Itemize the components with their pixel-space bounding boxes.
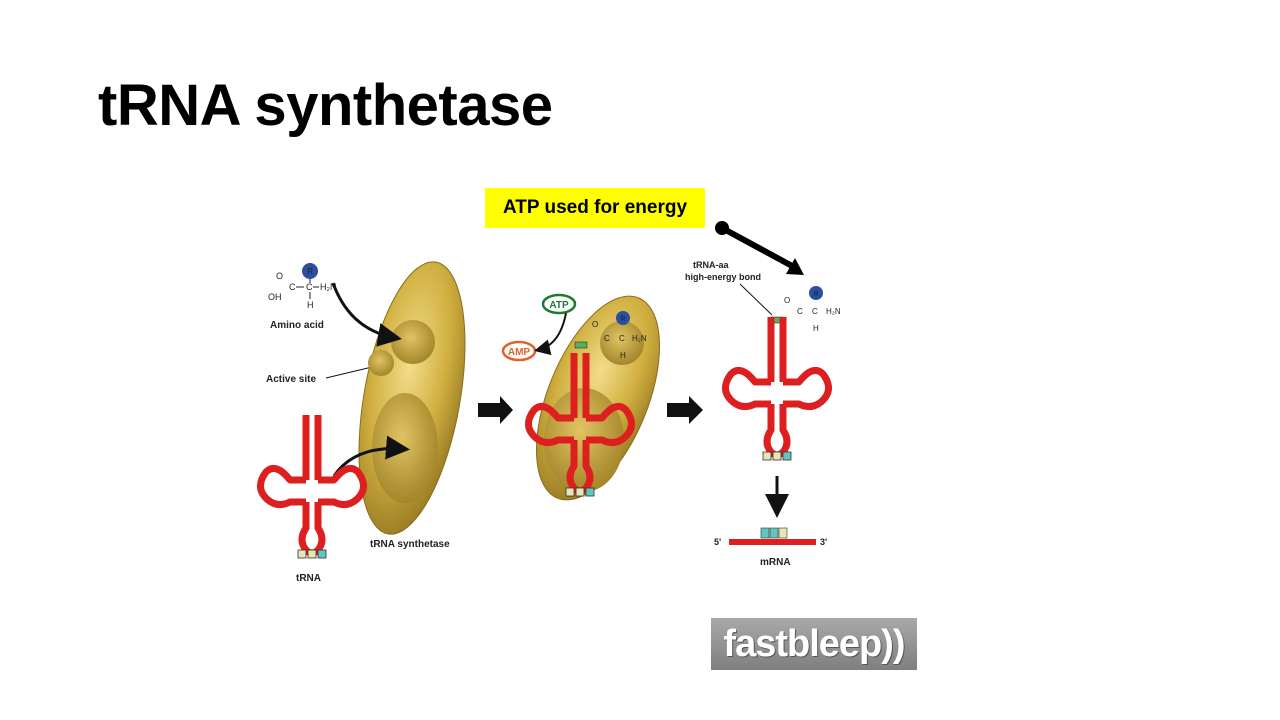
- slide-title: tRNA synthetase: [98, 73, 553, 138]
- amino-acid-pocket: [391, 320, 435, 364]
- callout-arrow-head: [786, 258, 804, 275]
- carbon-label-1: C: [289, 282, 296, 292]
- active-site-label: Active site: [266, 374, 316, 385]
- bond-pointer: [739, 283, 773, 316]
- trna-synthetase-enzyme: [358, 261, 466, 535]
- fastbleep-logo: fastbleep)): [711, 618, 917, 670]
- r-group-icon: [302, 263, 318, 279]
- trna-synthetase-label: tRNA synthetase: [370, 539, 450, 550]
- hydrogen-label-3: H: [813, 324, 819, 333]
- carbon-label-2: C: [306, 282, 313, 292]
- five-prime-label: 5': [714, 537, 721, 547]
- oxygen-label-3: O: [784, 296, 790, 305]
- enzyme-with-trna: [535, 295, 661, 501]
- bound-amino-acid: R O C C H₂N H: [574, 311, 647, 360]
- amino-acid-arrow: [331, 282, 402, 347]
- high-energy-bond-label: high-energy bond: [685, 272, 761, 282]
- atp-label: ATP: [549, 300, 569, 311]
- mrna-strand: [729, 527, 816, 545]
- hydrogen-label-2: H: [620, 351, 626, 360]
- three-prime-label: 3': [820, 537, 827, 547]
- r-group-label: R: [307, 267, 313, 276]
- atp-to-amp-arrow: [534, 312, 567, 356]
- charged-trna-molecule: [725, 317, 828, 460]
- oxygen-label-2: O: [592, 320, 598, 329]
- amine-label-2: H₂N: [632, 334, 647, 343]
- trna-aa-label: tRNA-aa: [693, 260, 729, 270]
- amine-label: H₂N: [320, 282, 337, 292]
- r-group-label-3: R: [813, 291, 818, 298]
- amine-label-3: H₂N: [826, 307, 841, 316]
- logo-text: fastbleep)): [723, 622, 905, 665]
- mrna-label: mRNA: [760, 557, 791, 568]
- step-arrow-1: [478, 396, 513, 424]
- amino-acid-label: Amino acid: [270, 320, 324, 331]
- oxygen-label: O: [276, 271, 283, 281]
- active-site-pocket: [368, 350, 394, 376]
- r-group-label-2: R: [620, 316, 625, 323]
- carbon-label-6: C: [812, 307, 818, 316]
- atp-badge: ATP: [541, 293, 577, 315]
- amp-label: AMP: [508, 347, 531, 358]
- hydrogen-label: H: [307, 300, 314, 310]
- step-arrow-2: [667, 396, 703, 424]
- trna-molecule: [260, 415, 363, 558]
- carbon-label-4: C: [619, 334, 625, 343]
- hydroxyl-label: OH: [268, 292, 282, 302]
- carbon-label-5: C: [797, 307, 803, 316]
- carbon-label-3: C: [604, 334, 610, 343]
- amp-badge: AMP: [501, 340, 537, 362]
- trna-label: tRNA: [296, 573, 321, 584]
- active-site-pointer: [325, 366, 373, 379]
- atp-callout: ATP used for energy: [485, 188, 705, 228]
- charged-amino-acid: R O C C H₂N H: [770, 286, 841, 333]
- amino-acid-structure: R O OH C C H₂N H: [268, 263, 337, 310]
- callout-arrow: [720, 225, 796, 270]
